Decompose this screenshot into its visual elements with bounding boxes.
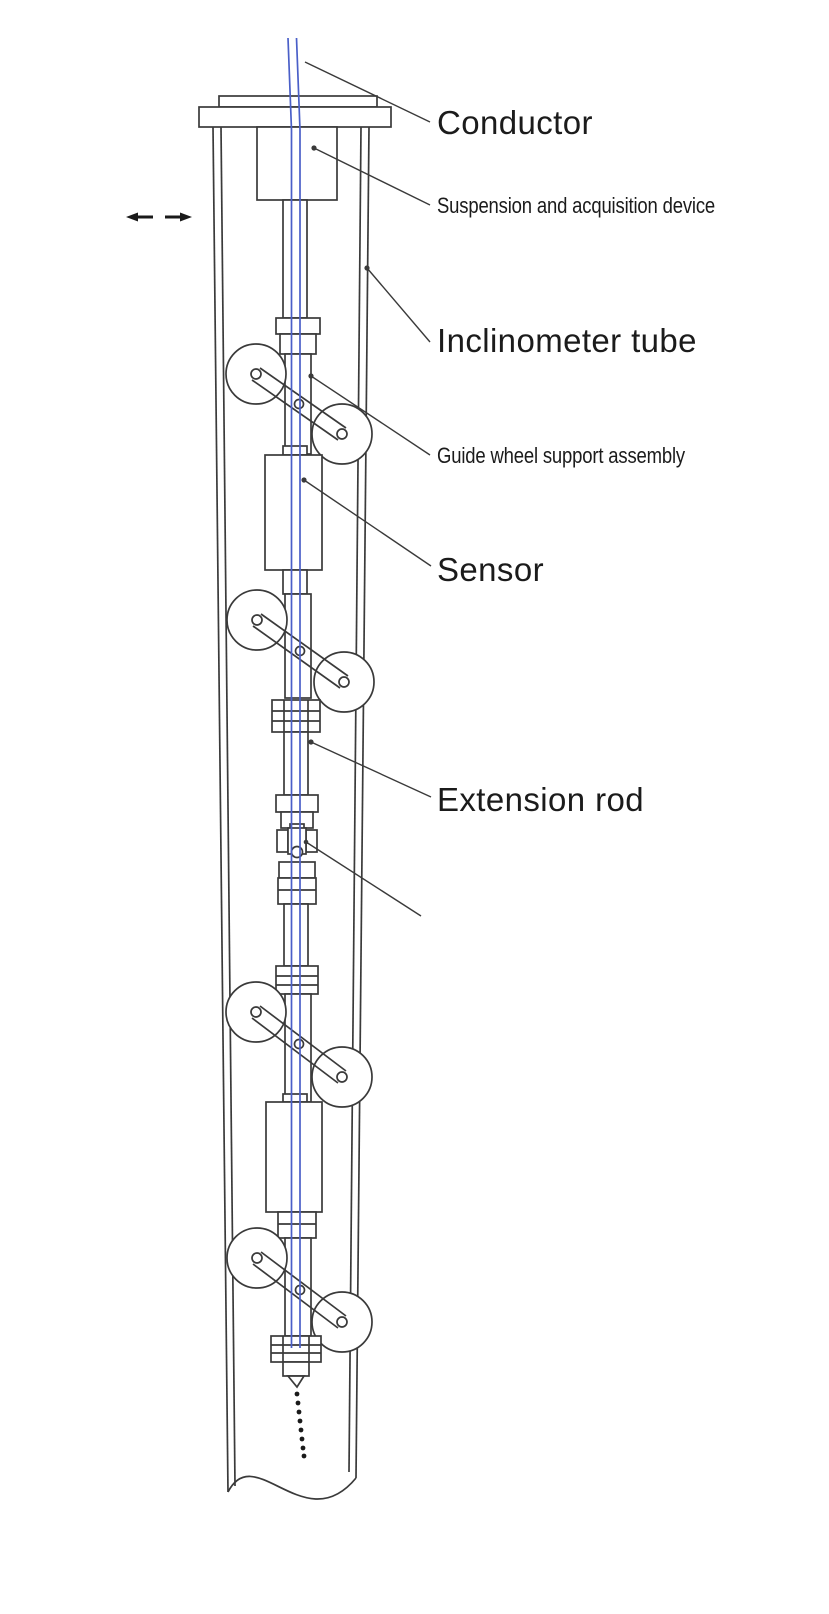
conductor-cable — [287, 37, 301, 1348]
guide-wheel-assembly-2 — [226, 589, 375, 713]
bottom-fitting — [270, 1335, 322, 1389]
sensor-body-2 — [265, 1093, 323, 1239]
callout-conductor: Conductor — [437, 104, 593, 141]
callout-inclinometer-tube: Inclinometer tube — [437, 322, 697, 359]
suspension-device — [256, 126, 338, 355]
callout-guide-wheel-assembly: Guide wheel support assembly — [437, 443, 685, 468]
universal-joint — [276, 823, 318, 905]
extension-rod-shape — [275, 731, 319, 829]
callout-leaders — [303, 61, 432, 917]
guide-wheel-assembly-1 — [225, 343, 373, 465]
callout-extension-rod: Extension rod — [437, 781, 644, 818]
lower-extension-rod — [275, 903, 319, 995]
dotted-continuation — [294, 1391, 307, 1459]
callout-sensor: Sensor — [437, 551, 544, 588]
sensor-body-1 — [264, 445, 323, 595]
guide-wheel-assembly-3 — [225, 981, 373, 1108]
guide-wheel-assembly-4 — [226, 1227, 373, 1353]
callout-leader-dots — [301, 145, 370, 845]
direction-arrow — [126, 212, 192, 222]
top-flange — [198, 95, 392, 128]
coupling-nut-1 — [271, 699, 321, 733]
callout-suspension-device: Suspension and acquisition device — [437, 193, 716, 218]
